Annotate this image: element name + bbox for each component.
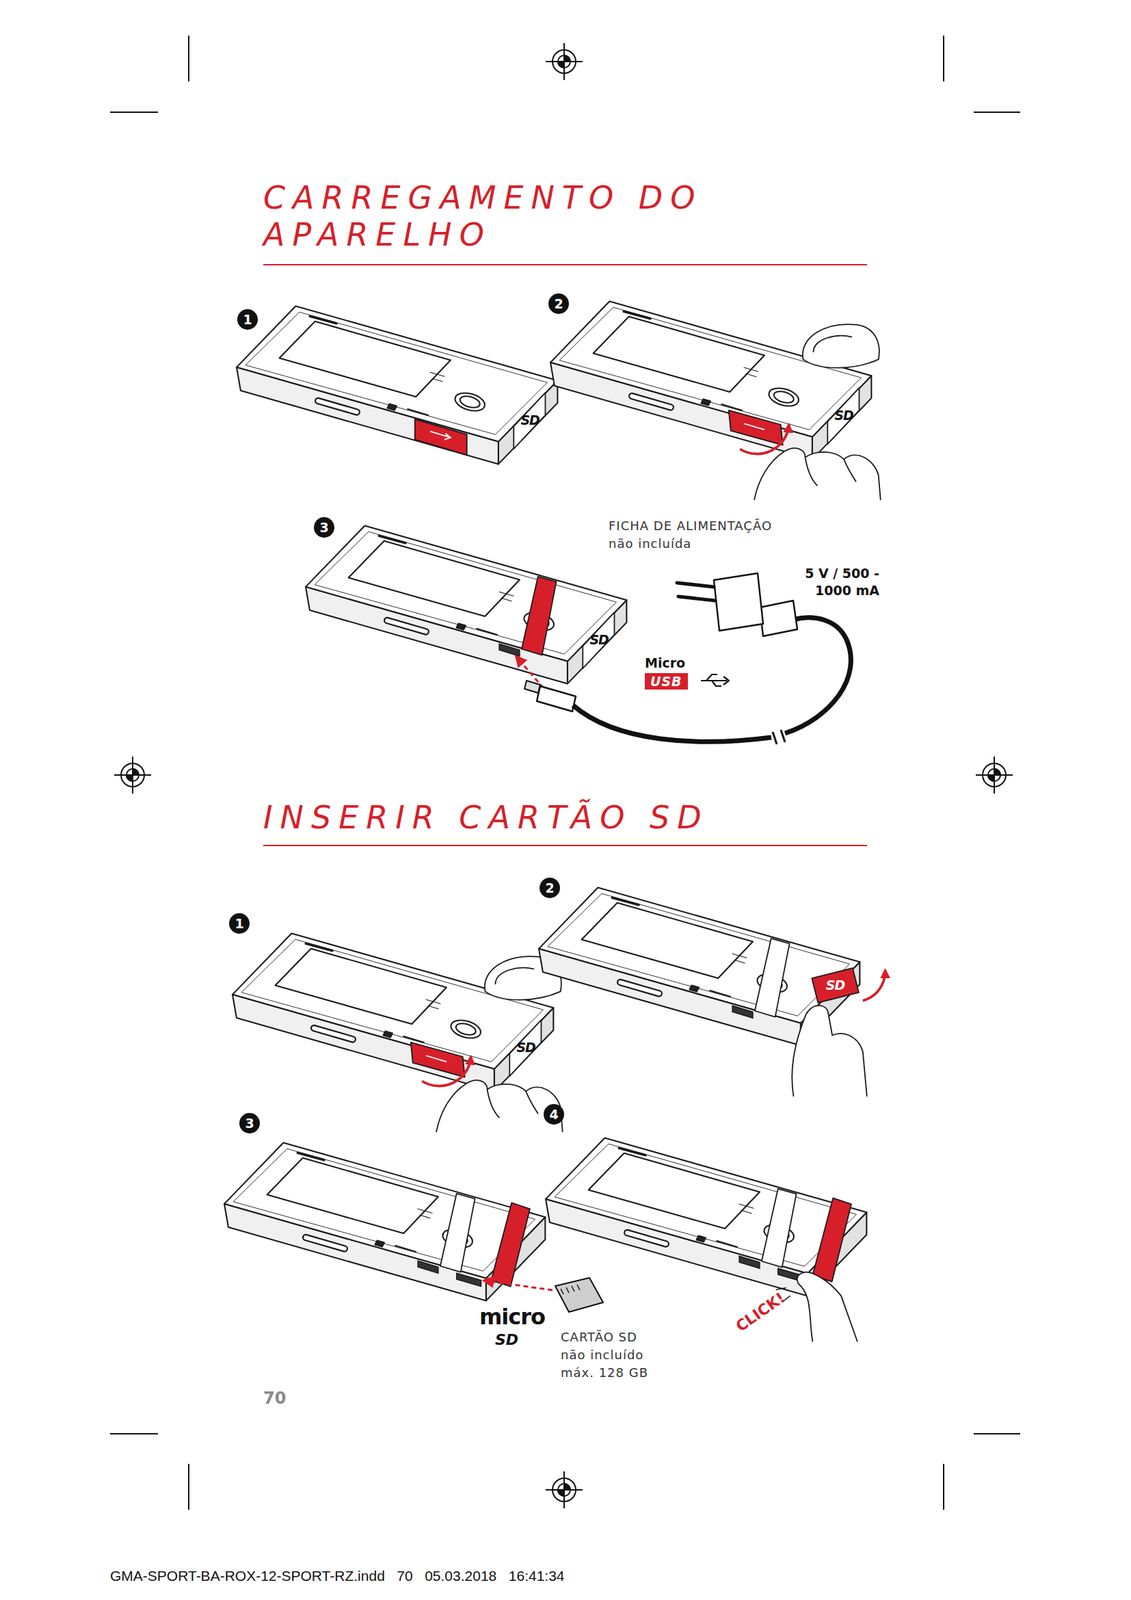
note: não incluída bbox=[608, 536, 692, 551]
connector-label: Micro bbox=[644, 655, 686, 671]
spec-label: 5 V / 500 - 1000 mA bbox=[789, 564, 880, 599]
part-label: FICHA DE ALIMENTAÇÃO bbox=[608, 518, 773, 533]
usb-cable bbox=[516, 573, 851, 744]
usb-symbol bbox=[700, 674, 729, 686]
sd-logo: SD bbox=[826, 977, 845, 993]
part-label: CARTÃO SD bbox=[560, 1329, 638, 1344]
sd-logo: SD bbox=[520, 412, 539, 428]
page-title: CARREGAMENTO DO APARELHO bbox=[263, 179, 797, 254]
note: máx. 128 GB bbox=[560, 1364, 649, 1380]
page-number: 70 bbox=[263, 1388, 286, 1408]
print-footer: GMA-SPORT-BA-ROX-12-SPORT-RZ.indd 70 05.… bbox=[110, 1567, 565, 1584]
device-figure bbox=[236, 305, 558, 464]
usb-logo: USB bbox=[644, 672, 688, 690]
click-label: CLICK! bbox=[732, 1288, 788, 1335]
callout-number: 1 bbox=[229, 912, 250, 934]
note: não incluído bbox=[560, 1347, 644, 1362]
callout-number: 2 bbox=[548, 293, 569, 314]
device-figure bbox=[538, 886, 886, 1096]
callout-number: 4 bbox=[543, 1103, 565, 1125]
device-figure bbox=[305, 525, 627, 684]
sd-logo: SD bbox=[516, 1039, 535, 1055]
section-heading: INSERIR CARTÃO SD bbox=[263, 798, 710, 836]
callout-number: 2 bbox=[539, 877, 561, 898]
callout-number: 3 bbox=[239, 1112, 260, 1134]
sd-logo: SD bbox=[589, 631, 608, 647]
microsd-logo: SD bbox=[495, 1330, 519, 1348]
callout-number: 1 bbox=[237, 309, 258, 330]
device-figure bbox=[545, 1137, 867, 1341]
registration-marks bbox=[114, 43, 1013, 1508]
callout-number: 3 bbox=[313, 516, 335, 538]
device-figure bbox=[224, 1141, 545, 1300]
crop-marks bbox=[110, 35, 1021, 1510]
sd-logo: SD bbox=[834, 407, 853, 423]
device-figure bbox=[232, 932, 563, 1132]
device-figure bbox=[550, 300, 881, 500]
microsd-logo: micro bbox=[479, 1303, 545, 1330]
